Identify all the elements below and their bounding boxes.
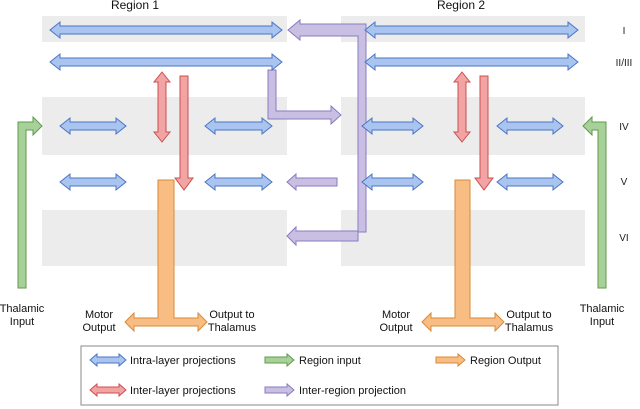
layer-bands (42, 16, 585, 266)
legend-region-input-label: Region input (299, 355, 361, 367)
legend-region-input-swatch (264, 352, 295, 368)
output-thalamus-left-label-1: Output to (209, 309, 254, 321)
region2-title: Region 2 (437, 0, 485, 12)
layer-label-VI: VI (619, 233, 628, 244)
motor-output-left-label-1: Motor (85, 309, 113, 321)
inter-layer-r2-down (474, 75, 494, 191)
region1-title: Region 1 (111, 0, 159, 12)
inter-layer-projections (152, 71, 494, 191)
output-thalamus-left-label-2: Thalamus (208, 322, 257, 334)
inter-layer-r1-double (152, 71, 172, 143)
intra-arrow-r2-IV-right (496, 116, 564, 136)
output-thalamus-right-label-2: Thalamus (505, 322, 554, 334)
intra-arrow-r1-V-right (204, 172, 273, 192)
intra-arrow-r1-IV-left (59, 116, 127, 136)
legend-intra-swatch (89, 352, 127, 368)
intra-arrow-r2-V-right (496, 172, 564, 192)
output-tree-region2 (421, 179, 505, 333)
intra-arrow-r1-IV-right (204, 116, 273, 136)
legend-box (80, 345, 559, 406)
thalamic-input-arrow-right (582, 115, 607, 289)
output-thalamus-right-label-1: Output to (506, 309, 551, 321)
intra-arrow-r1-V-left (59, 172, 127, 192)
output-tree-region1 (124, 179, 208, 333)
motor-output-left-label-2: Output (82, 322, 115, 334)
legend-region-output-swatch (435, 352, 466, 368)
thalamic-input-right-label-2: Input (590, 316, 614, 328)
legend-inter-region-label: Inter-region projection (299, 385, 406, 397)
inter-region-arrow-V (286, 172, 338, 192)
layer-label-I: I (623, 26, 626, 37)
legend-inter-layer-swatch (89, 382, 127, 398)
legend: Intra-layer projections Region input Reg… (80, 345, 559, 406)
inter-region-arrow-top (287, 18, 367, 233)
intra-arrow-r1-I (49, 20, 283, 40)
layer-label-V: V (621, 177, 628, 188)
legend-intra-label: Intra-layer projections (130, 355, 236, 367)
intra-arrow-r2-IV-left (361, 116, 424, 136)
legend-region-output-label: Region Output (470, 355, 541, 367)
inter-region-arrow-middle (267, 69, 342, 126)
thalamic-input-left-label-2: Input (10, 316, 34, 328)
inter-region-projections (267, 18, 367, 247)
thalamic-input-left-label-1: Thalamic (0, 303, 45, 315)
layer-label-II-III: II/III (616, 58, 633, 69)
intra-arrow-r2-I (364, 20, 579, 40)
region-outputs (124, 179, 505, 333)
inter-region-arrow-VI (286, 225, 359, 247)
thalamic-input-arrow-left (17, 115, 43, 289)
intra-arrow-r1-II (49, 52, 283, 72)
legend-inter-layer-label: Inter-layer projections (130, 385, 236, 397)
layer-label-IV: IV (619, 122, 629, 133)
intra-layer-projections (49, 20, 579, 192)
inter-layer-r1-down (174, 75, 194, 191)
intra-arrow-r2-V-left (361, 172, 424, 192)
motor-output-right-label-1: Motor (382, 309, 410, 321)
inter-layer-r2-double (452, 71, 472, 143)
thalamic-input-right-label-1: Thalamic (580, 303, 625, 315)
motor-output-right-label-2: Output (379, 322, 412, 334)
intra-arrow-r2-II (364, 52, 579, 72)
legend-inter-region-swatch (264, 382, 295, 398)
region-inputs (17, 115, 607, 289)
